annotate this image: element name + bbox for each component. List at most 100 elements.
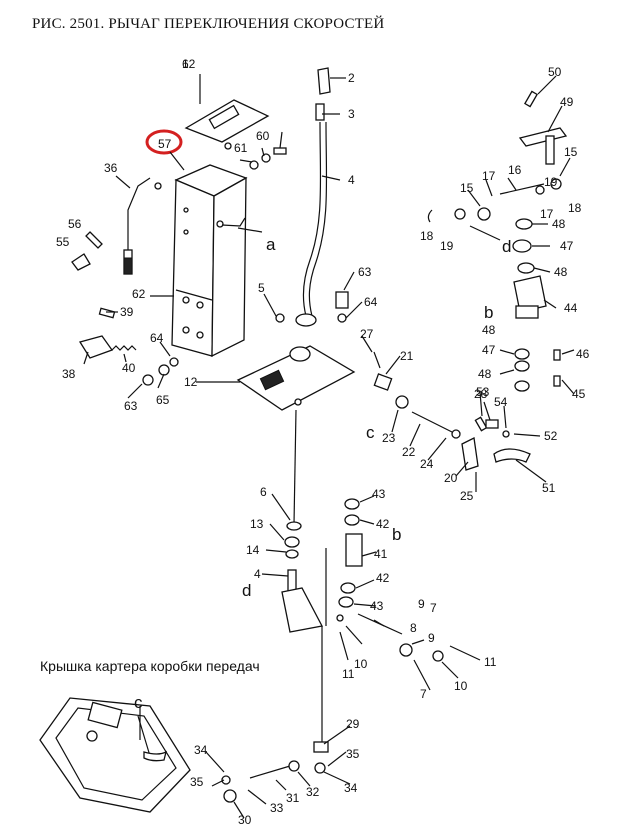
part-number-label: 35 [190,775,204,789]
part-number-label: 21 [400,349,414,363]
part-number-label: 56 [68,217,82,231]
part-number-label: 19 [440,239,454,253]
part-number-label: 51 [542,481,556,495]
part-number-label: 44 [564,301,578,315]
part-number-label: 18 [568,201,582,215]
part-number-label: 36 [104,161,118,175]
part-number-label: 5 [258,281,265,295]
part-number-label: 7 [430,601,437,615]
part-number-label: 33 [270,801,284,815]
part-number-label: 23 [382,431,396,445]
part-number-label: 39 [120,305,134,319]
part-number-label: 42 [376,571,390,585]
part-number-label: 45 [572,387,586,401]
part-number-label: 7 [420,687,427,701]
part-number-label: 48 [482,323,496,337]
lever-housing-drawing [71,99,287,386]
part-number-label: 47 [560,239,574,253]
part-number-label: 18 [420,229,434,243]
part-number-label: 16 [508,163,522,177]
part-number-label: 2 [348,71,355,85]
part-number-label: 53 [476,385,490,399]
part-number-label: 24 [420,457,434,471]
part-number-label: 34 [194,743,208,757]
part-number-label: 52 [544,429,558,443]
leader-lines [83,74,575,819]
connection-callout-label: a [266,235,276,254]
part-number-label: 10 [454,679,468,693]
part-number-label: 34 [344,781,358,795]
part-number-label: 50 [548,65,562,79]
part-number-label: 13 [250,517,264,531]
part-number-label: 55 [56,235,70,249]
selector-mechanism-drawing [427,90,568,392]
part-number-label: 54 [494,395,508,409]
part-number-label: 47 [482,343,496,357]
transmission-cover-caption: Крышка картера коробки передач [40,658,260,674]
connection-callout-label: b [392,525,401,544]
lower-linkage-drawing [221,498,444,803]
figure-title: РИС. 2501. РЫЧАГ ПЕРЕКЛЮЧЕНИЯ СКОРОСТЕЙ [32,16,385,32]
part-number-label: 11 [342,667,355,681]
part-number-label: 17 [540,207,554,221]
part-number-label: 6 [260,485,267,499]
part-number-label: 10 [354,657,368,671]
connection-callout-label: b [484,303,493,322]
part-number-label: 48 [478,367,492,381]
part-number-label: 27 [360,327,374,341]
highlight-circle [145,129,183,155]
part-number-label: 29 [346,717,360,731]
part-number-label: 4 [254,567,261,581]
part-number-label: 46 [576,347,590,361]
connection-callout-label: c [134,693,143,712]
part-number-label: 63 [358,265,372,279]
part-number-label: 25 [460,489,474,503]
part-number-label: 12 [184,375,198,389]
part-number-label: 48 [554,265,568,279]
part-number-label: 11 [484,655,497,669]
part-number-label: 31 [286,791,300,805]
part-number-label: 64 [364,295,378,309]
part-number-label: 38 [62,367,76,381]
part-number-label: 61 [234,141,248,155]
gearbox-cover-drawing [39,697,191,813]
part-number-label: 43 [370,599,384,613]
part-number-label: 8 [410,621,417,635]
part-number-label: 42 [376,517,390,531]
part-number-label: 62 [132,287,146,301]
part-number-label: 32 [306,785,320,799]
part-number-label: 15 [460,181,474,195]
part-number-label: 62 [182,57,196,71]
part-number-label: 40 [122,361,136,375]
part-number-label: 19 [544,175,558,189]
part-number-label: 41 [374,547,388,561]
cross-shaft-drawing [373,351,531,492]
part-number-label: 65 [156,393,170,407]
part-number-label: 22 [402,445,416,459]
connection-callout-label: d [242,581,251,600]
part-number-label: 28 [474,387,488,401]
part-number-label: 20 [444,471,458,485]
part-number-label: 4 [348,173,355,187]
part-number-label: 14 [246,543,260,557]
part-number-label: 63 [124,399,138,413]
part-number-label: 1 [182,57,189,71]
part-number-label: 64 [150,331,164,345]
part-number-label: 57 [158,137,172,151]
part-number-label: 30 [238,813,252,827]
connection-callout-label: c [366,423,375,442]
part-number-label: 15 [564,145,578,159]
part-number-label: 9 [418,597,425,611]
part-number-label: 35 [346,747,360,761]
part-number-label: 60 [256,129,270,143]
part-number-label: 48 [552,217,566,231]
mounting-plate-drawing [236,345,356,531]
part-number-label: 9 [428,631,435,645]
part-number-label: 49 [560,95,574,109]
gear-lever-drawing [275,67,349,327]
part-number-label: 3 [348,107,355,121]
connection-callout-label: d [502,237,511,256]
part-number-label: 17 [482,169,496,183]
